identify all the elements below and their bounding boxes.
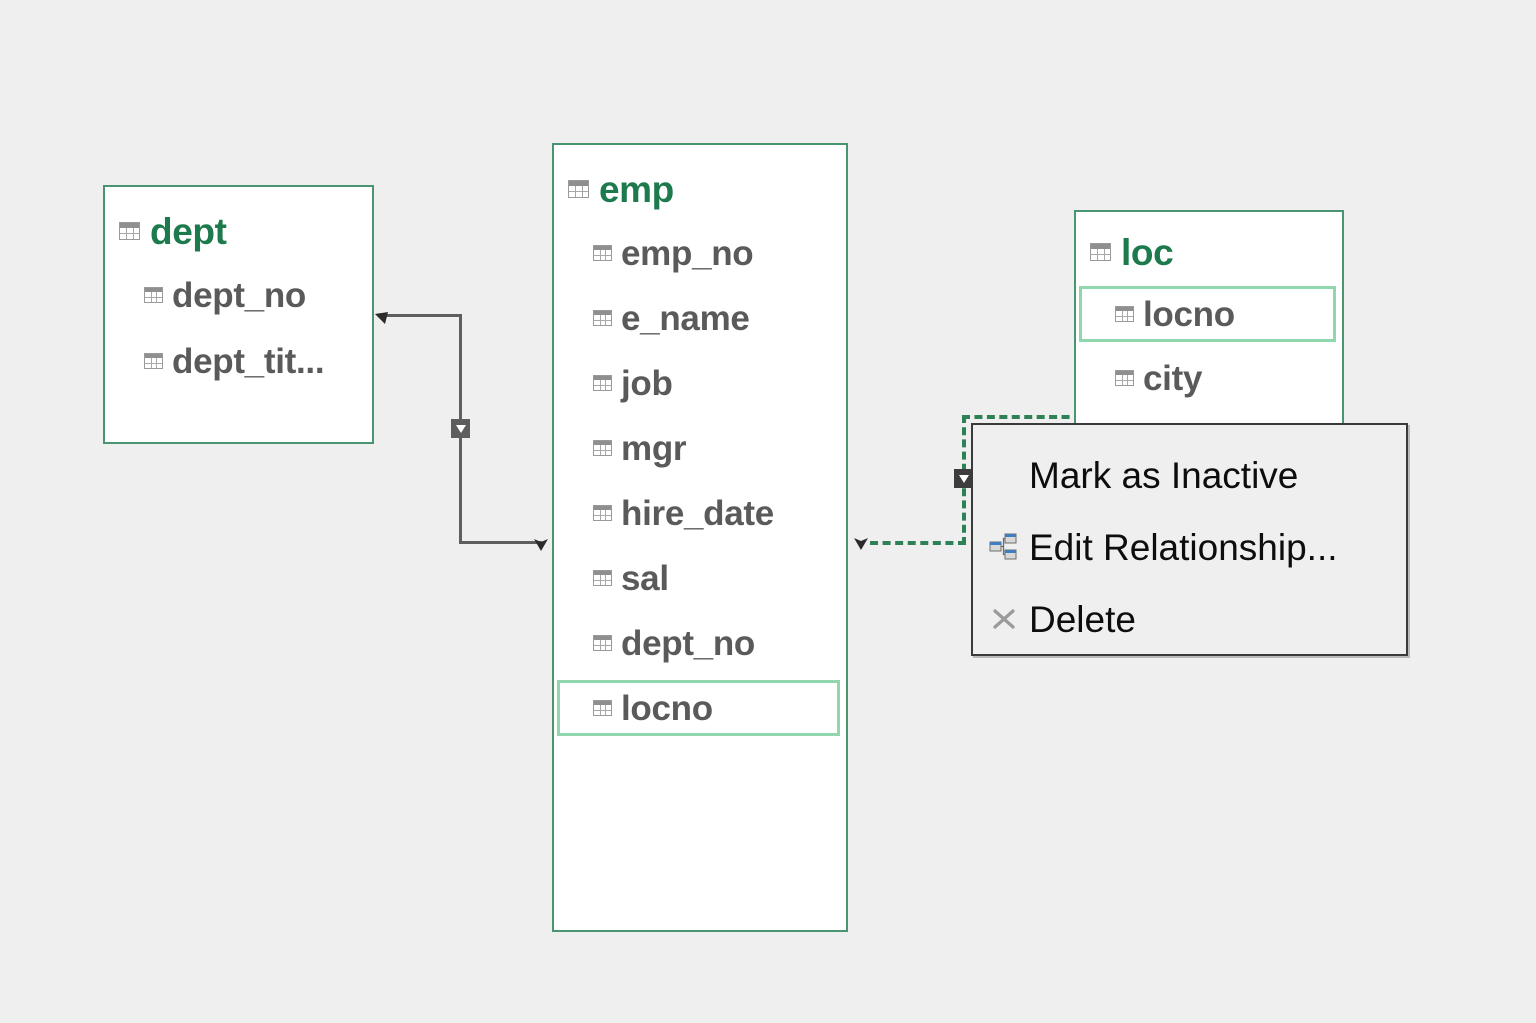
relationship-segment — [459, 541, 542, 544]
entity-field-row[interactable]: dept_no — [108, 267, 366, 323]
entity-field-label: hire_date — [621, 493, 774, 533]
column-grid-icon — [593, 440, 612, 456]
menu-item-delete[interactable]: Delete — [973, 583, 1406, 655]
triangle-down-icon — [455, 424, 466, 433]
entity-field-row[interactable]: hire_date — [557, 485, 840, 541]
entity-name: dept — [150, 210, 227, 252]
close-x-icon — [989, 604, 1019, 634]
entity-field-label: dept_no — [621, 623, 756, 663]
menu-item-label: Mark as Inactive — [1029, 454, 1299, 496]
relationship-context-menu[interactable]: Mark as Inactive Edit Relationship... — [971, 423, 1408, 656]
triangle-down-icon — [958, 474, 969, 483]
menu-item-label: Delete — [1029, 598, 1136, 640]
column-grid-icon — [593, 700, 612, 716]
menu-item-mark-as-inactive[interactable]: Mark as Inactive — [973, 439, 1406, 511]
menu-item-label: Edit Relationship... — [1029, 526, 1338, 568]
table-grid-icon — [1090, 243, 1111, 261]
column-grid-icon — [144, 287, 163, 303]
relationship-segment — [962, 415, 1082, 419]
relationship-arrow-head — [852, 532, 872, 557]
column-grid-icon — [593, 635, 612, 651]
relationship-cardinality-marker[interactable] — [954, 469, 973, 488]
column-grid-icon — [593, 310, 612, 326]
entity-field-label: mgr — [621, 428, 687, 468]
menu-icon-placeholder — [989, 460, 1019, 490]
entity-name: emp — [599, 168, 674, 210]
entity-field-label: sal — [621, 558, 669, 598]
entity-field-row[interactable]: job — [557, 355, 840, 411]
entity-name: loc — [1121, 231, 1174, 273]
relationship-icon — [989, 532, 1019, 562]
relationship-arrow-head — [374, 311, 392, 334]
entity-field-label: dept_no — [172, 275, 307, 315]
column-grid-icon — [593, 505, 612, 521]
entity-table-emp[interactable]: emp emp_no e_name job mgr — [552, 143, 848, 932]
entity-field-row[interactable]: emp_no — [557, 225, 840, 281]
relationship-segment — [386, 314, 462, 317]
entity-field-label: locno — [1143, 294, 1235, 334]
entity-table-loc[interactable]: loc locno city — [1074, 210, 1344, 462]
relationship-segment — [870, 541, 966, 545]
entity-title: dept — [105, 207, 372, 255]
menu-item-edit-relationship[interactable]: Edit Relationship... — [973, 511, 1406, 583]
column-grid-icon — [144, 353, 163, 369]
entity-field-label: city — [1143, 358, 1203, 398]
entity-title: emp — [554, 165, 846, 213]
column-grid-icon — [593, 570, 612, 586]
column-grid-icon — [593, 375, 612, 391]
entity-field-row[interactable]: city — [1079, 350, 1336, 406]
relationship-arrow-head — [531, 533, 551, 558]
relationship-cardinality-marker[interactable] — [451, 419, 470, 438]
entity-field-row[interactable]: dept_tit... — [108, 333, 366, 389]
table-grid-icon — [568, 180, 589, 198]
entity-field-label: dept_tit... — [172, 341, 325, 381]
entity-table-dept[interactable]: dept dept_no dept_tit... — [103, 185, 374, 444]
entity-field-row-selected[interactable]: locno — [1079, 286, 1336, 342]
entity-field-label: emp_no — [621, 233, 754, 273]
column-grid-icon — [1115, 370, 1134, 386]
entity-field-label: e_name — [621, 298, 750, 338]
entity-field-row[interactable]: e_name — [557, 290, 840, 346]
table-grid-icon — [119, 222, 140, 240]
column-grid-icon — [1115, 306, 1134, 322]
entity-field-row-selected[interactable]: locno — [557, 680, 840, 736]
entity-title: loc — [1076, 228, 1342, 276]
entity-field-label: job — [621, 363, 673, 403]
entity-field-label: locno — [621, 688, 713, 728]
column-grid-icon — [593, 245, 612, 261]
entity-field-row[interactable]: mgr — [557, 420, 840, 476]
entity-field-row[interactable]: sal — [557, 550, 840, 606]
entity-field-row[interactable]: dept_no — [557, 615, 840, 671]
